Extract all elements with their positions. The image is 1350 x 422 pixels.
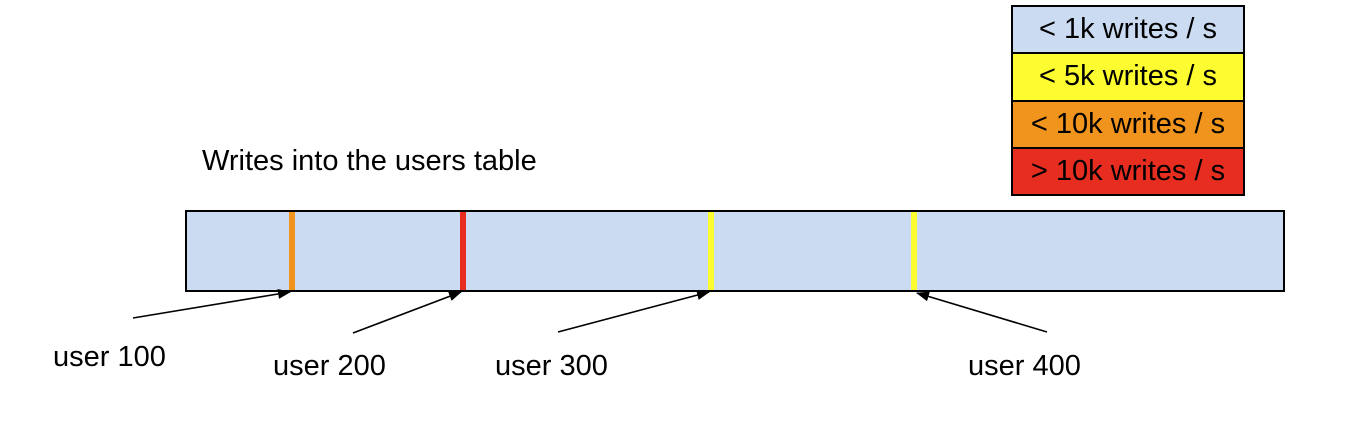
arrow-user-200: [352, 291, 462, 334]
users-table-bar: [185, 210, 1285, 292]
diagram-title: Writes into the users table: [202, 145, 537, 177]
legend-label-lt-1k: < 1k writes / s: [1038, 13, 1218, 46]
arrow-user-300: [557, 290, 710, 333]
user-label-400: user 400: [968, 350, 1081, 382]
arrow-user-100: [132, 289, 291, 319]
legend-label-lt-5k: < 5k writes / s: [1038, 60, 1218, 93]
write-stripe-user-300: [708, 212, 714, 290]
write-stripe-user-400: [911, 212, 917, 290]
legend-row-lt-5k: < 5k writes / s: [1013, 54, 1243, 102]
user-label-300: user 300: [495, 350, 608, 382]
legend-label-lt-10k: < 10k writes / s: [1030, 107, 1226, 140]
user-label-100: user 100: [53, 341, 166, 373]
legend-row-lt-10k: < 10k writes / s: [1013, 101, 1243, 149]
write-rate-legend: < 1k writes / s < 5k writes / s < 10k wr…: [1011, 5, 1245, 196]
legend-row-gt-10k: > 10k writes / s: [1013, 148, 1243, 194]
arrow-user-400: [916, 291, 1048, 333]
write-stripe-user-200: [460, 212, 466, 290]
user-label-200: user 200: [273, 350, 386, 382]
legend-row-lt-1k: < 1k writes / s: [1013, 7, 1243, 55]
legend-label-gt-10k: > 10k writes / s: [1030, 154, 1226, 187]
write-stripe-user-100: [289, 212, 295, 290]
